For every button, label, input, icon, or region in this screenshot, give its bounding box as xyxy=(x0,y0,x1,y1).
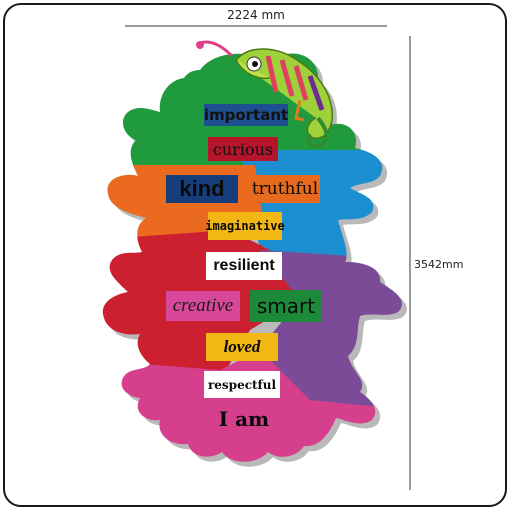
word-label-creative: creative xyxy=(166,291,240,321)
word-label-truthful: truthful xyxy=(250,175,320,203)
word-label-i-am: I am xyxy=(212,404,276,434)
height-dimension-label: 3542mm xyxy=(414,258,464,271)
word-label-curious: curious xyxy=(208,137,278,161)
chameleon-icon xyxy=(196,40,334,149)
word-label-imaginative: imaginative xyxy=(205,212,285,240)
word-label-kind: kind xyxy=(166,175,238,203)
word-label-loved: loved xyxy=(206,333,278,361)
word-label-important: important xyxy=(203,104,289,126)
word-label-resilient: resilient xyxy=(206,252,282,280)
word-label-respectful: respectful xyxy=(204,371,280,398)
word-label-smart: smart xyxy=(250,290,322,322)
width-dimension-label: 2224 mm xyxy=(227,8,285,22)
